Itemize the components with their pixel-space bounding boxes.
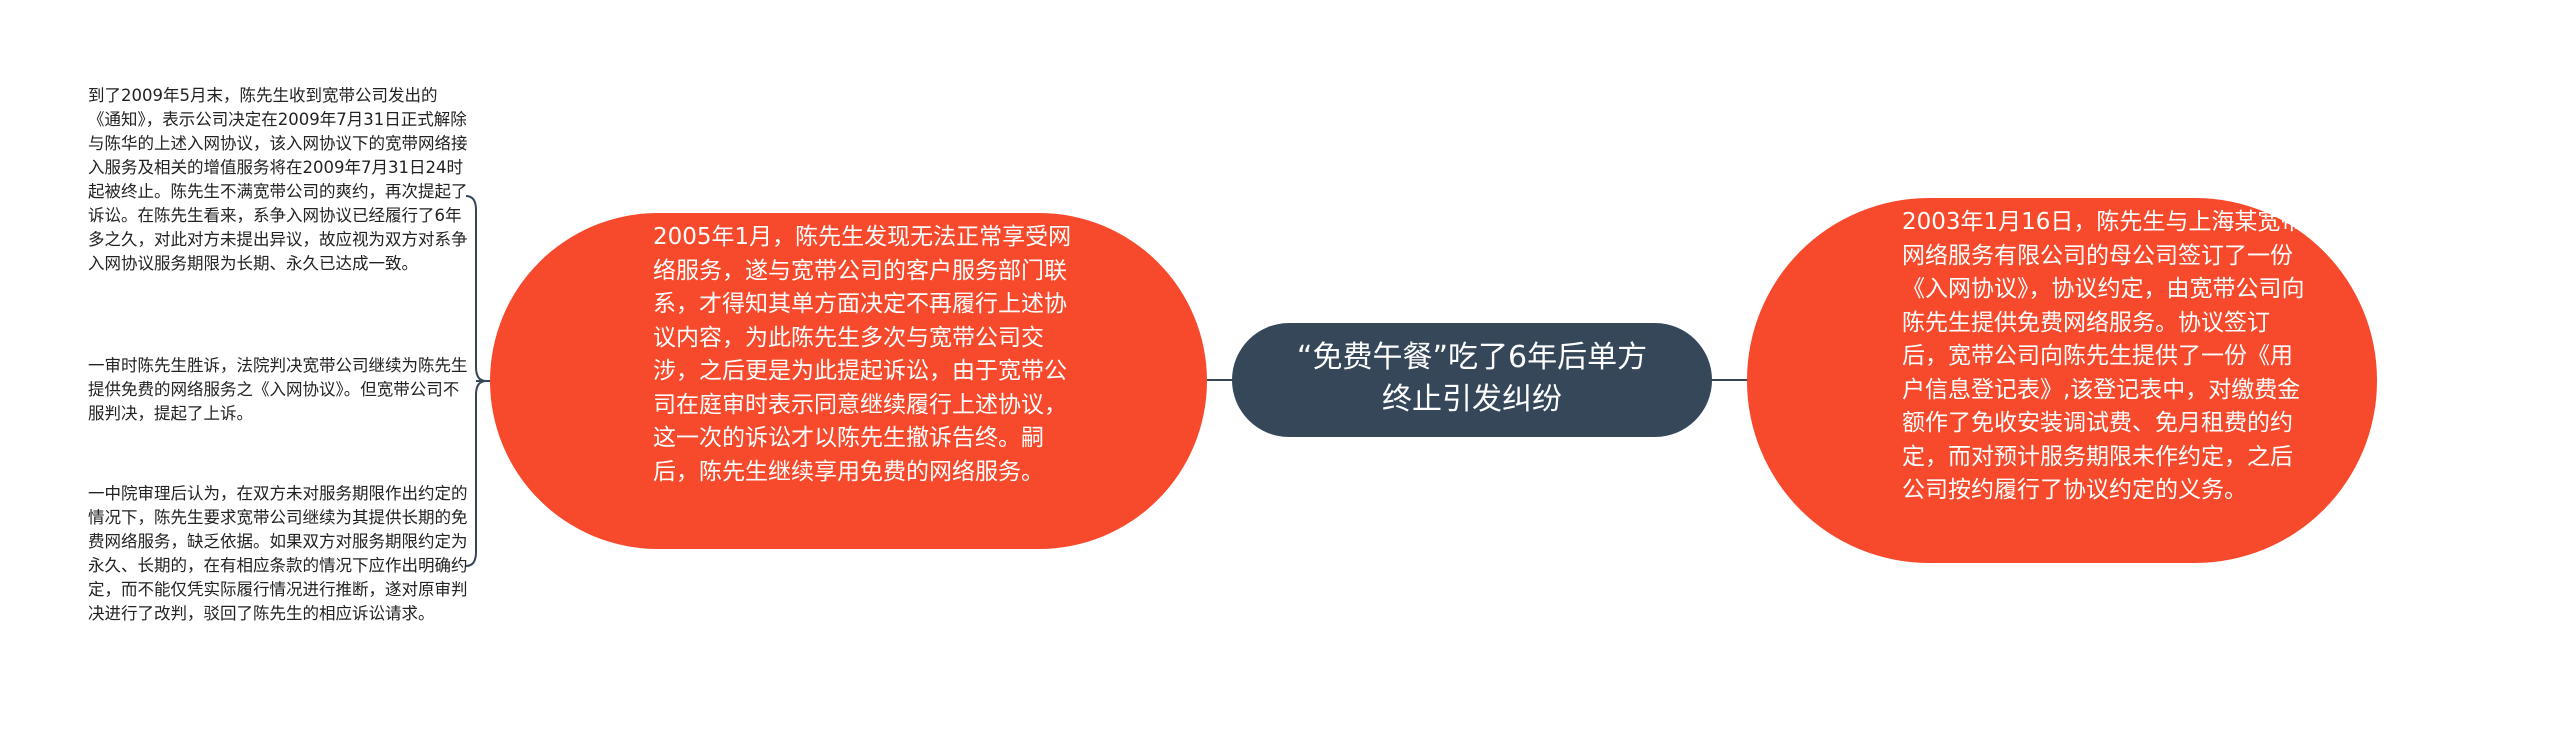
leaf-text: 到了2009年5月末，陈先生收到宽带公司发出的《通知》，表示公司决定在2009年… [88,86,468,273]
leaf-node-first-instance[interactable]: 一审时陈先生胜诉，法院判决宽带公司继续为陈先生提供免费的网络服务之《入网协议》。… [88,354,470,426]
leaf-node-appeal-ruling[interactable]: 一中院审理后认为，在双方未对服务期限作出约定的情况下，陈先生要求宽带公司继续为其… [88,482,470,626]
central-topic[interactable]: “免费午餐”吃了6年后单方终止引发纠纷 [1232,323,1712,437]
leaf-node-second-lawsuit[interactable]: 到了2009年5月末，陈先生收到宽带公司发出的《通知》，表示公司决定在2009年… [88,84,470,276]
right-branch-text: 2003年1月16日，陈先生与上海某宽带网络服务有限公司的母公司签订了一份《入网… [1902,209,2305,503]
left-branch-text: 2005年1月，陈先生发现无法正常享受网络服务，遂与宽带公司的客户服务部门联系，… [653,224,1072,485]
leaf-text: 一中院审理后认为，在双方未对服务期限作出约定的情况下，陈先生要求宽带公司继续为其… [88,484,468,623]
leaf-text: 一审时陈先生胜诉，法院判决宽带公司继续为陈先生提供免费的网络服务之《入网协议》。… [88,356,468,423]
right-branch-node[interactable]: 2003年1月16日，陈先生与上海某宽带网络服务有限公司的母公司签订了一份《入网… [1747,198,2377,563]
leaf-bracket [465,195,487,567]
central-topic-text: “免费午餐”吃了6年后单方终止引发纠纷 [1296,340,1648,417]
left-branch-node[interactable]: 2005年1月，陈先生发现无法正常享受网络服务，遂与宽带公司的客户服务部门联系，… [490,213,1207,549]
